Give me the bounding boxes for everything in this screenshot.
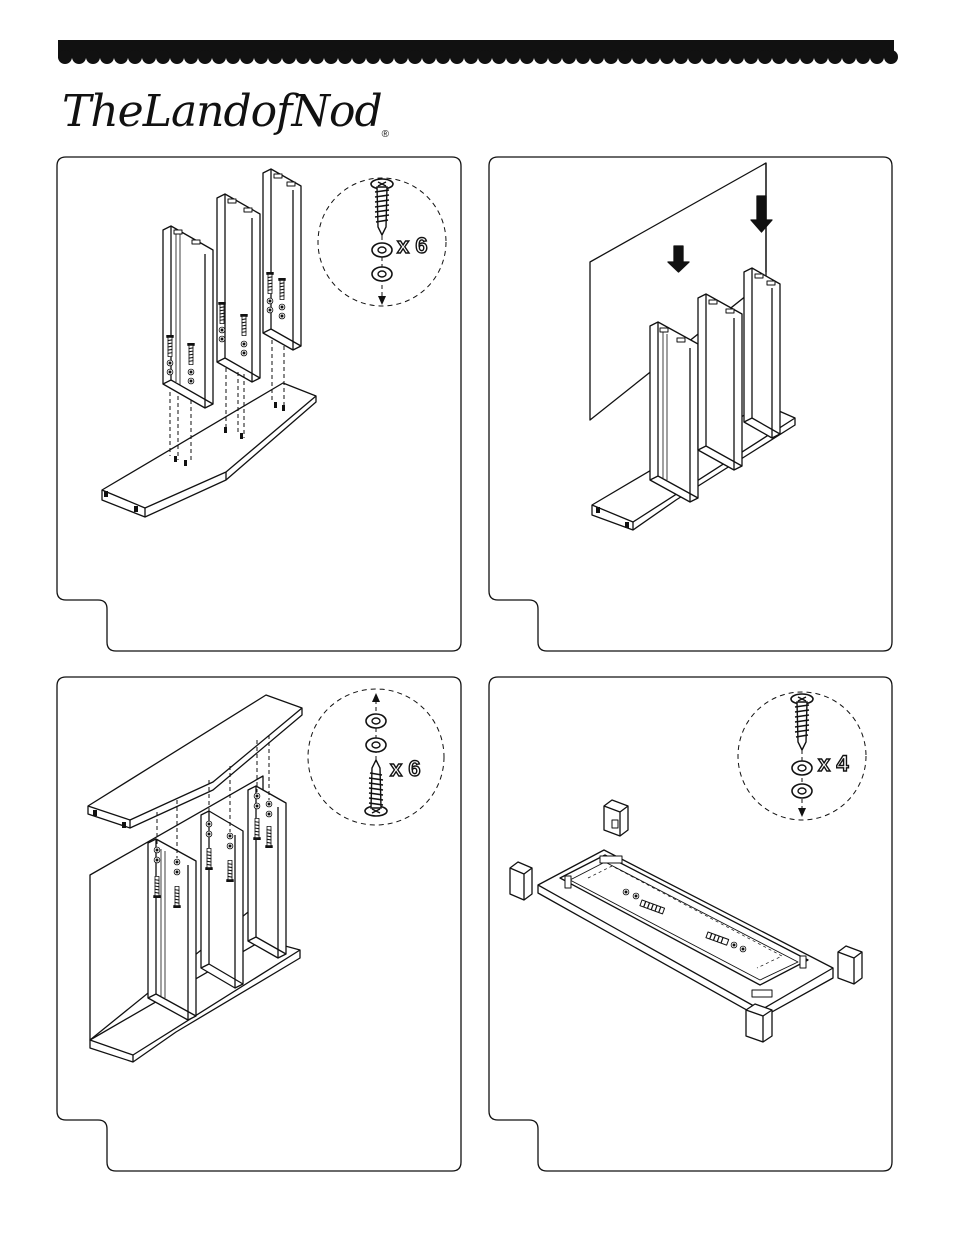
scallop: [520, 50, 534, 64]
scallop: [786, 50, 800, 64]
scallop: [548, 50, 562, 64]
scallop: [366, 50, 380, 64]
scallop: [72, 50, 86, 64]
step-1-diagram: [102, 169, 316, 517]
scallop: [632, 50, 646, 64]
scallop: [814, 50, 828, 64]
screw-icon: [365, 760, 387, 816]
scallop: [184, 50, 198, 64]
scallop: [422, 50, 436, 64]
scallop: [870, 50, 884, 64]
leg-top: [604, 800, 628, 836]
leg-right: [838, 946, 862, 984]
scallop: [576, 50, 590, 64]
scallop: [380, 50, 394, 64]
washer-icon: [366, 714, 386, 728]
scallop: [254, 50, 268, 64]
step-4-quantity-label: x 4: [818, 751, 849, 776]
scallop: [758, 50, 772, 64]
scallop: [394, 50, 408, 64]
scallop: [296, 50, 310, 64]
brand-logo: TheLandofNod®: [62, 84, 302, 144]
scallop: [702, 50, 716, 64]
step-2-diagram: [590, 163, 795, 530]
scallop: [828, 50, 842, 64]
scallop: [436, 50, 450, 64]
scallop: [212, 50, 226, 64]
scallop: [352, 50, 366, 64]
scallop: [590, 50, 604, 64]
scallop: [534, 50, 548, 64]
scallop: [156, 50, 170, 64]
scallop: [646, 50, 660, 64]
washer-icon: [372, 267, 392, 281]
scallop: [226, 50, 240, 64]
scallop: [324, 50, 338, 64]
scallop: [142, 50, 156, 64]
step-3-quantity-label: x 6: [390, 756, 421, 781]
washer-icon: [372, 243, 392, 257]
screw-icon: [791, 694, 813, 750]
scallop: [58, 50, 72, 64]
leg-left: [510, 862, 532, 900]
scallop: [268, 50, 282, 64]
screw-icon: [371, 179, 393, 235]
washer-icon: [792, 784, 812, 798]
scallop: [128, 50, 142, 64]
scallop: [100, 50, 114, 64]
scallop: [744, 50, 758, 64]
scallop: [688, 50, 702, 64]
scallop: [114, 50, 128, 64]
scallop: [562, 50, 576, 64]
scallop: [772, 50, 786, 64]
scallop: [800, 50, 814, 64]
scallop: [338, 50, 352, 64]
scallop: [604, 50, 618, 64]
leg-bottom: [746, 1004, 772, 1042]
scallop: [170, 50, 184, 64]
scallop: [618, 50, 632, 64]
scallop: [730, 50, 744, 64]
scallop: [492, 50, 506, 64]
scallop: [478, 50, 492, 64]
scallop: [660, 50, 674, 64]
scallop: [282, 50, 296, 64]
scallop: [674, 50, 688, 64]
scallop: [506, 50, 520, 64]
scallop: [716, 50, 730, 64]
scallop: [240, 50, 254, 64]
scallop: [310, 50, 324, 64]
step-3-diagram: [88, 695, 302, 1062]
scallop: [464, 50, 478, 64]
scallop: [198, 50, 212, 64]
scallop: [856, 50, 870, 64]
washer-icon: [366, 738, 386, 752]
logo-wordmark: TheLandofNod: [62, 86, 382, 137]
step-1-quantity-label: x 6: [397, 233, 428, 258]
scallop: [450, 50, 464, 64]
scallop: [408, 50, 422, 64]
scallop: [842, 50, 856, 64]
scallop: [86, 50, 100, 64]
step-4-diagram: [510, 800, 862, 1042]
registered-mark: ®: [382, 129, 389, 140]
washer-icon: [792, 761, 812, 775]
scallop: [884, 50, 898, 64]
step-3-hardware-callout: [308, 689, 444, 825]
header-scallop-bar: [58, 40, 898, 64]
